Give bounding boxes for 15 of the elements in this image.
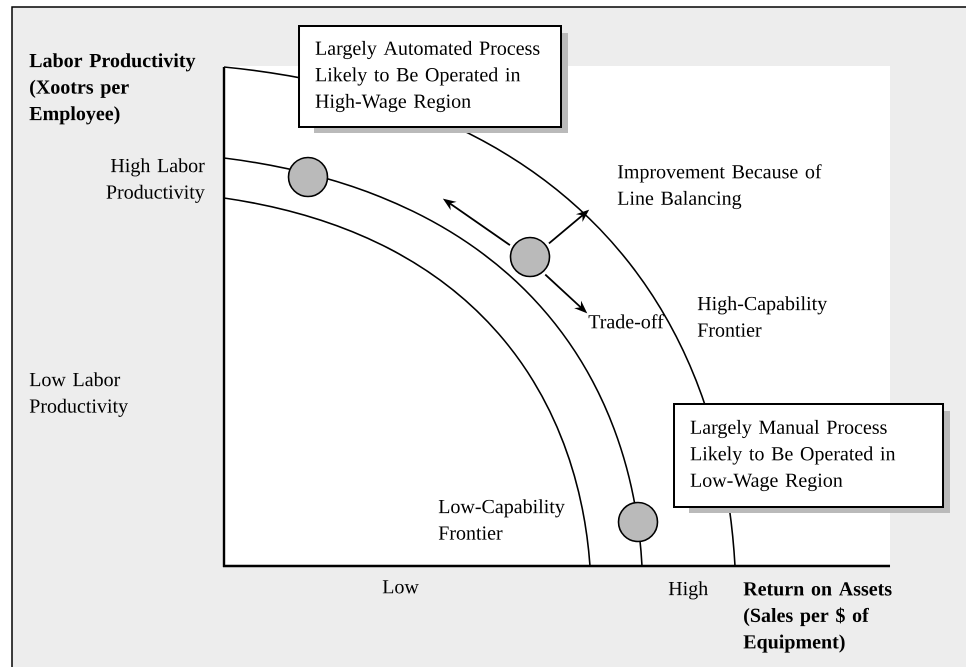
- callout-box: Largely Manual Process Likely to Be Operated in Low-Wage Region: [673, 403, 950, 513]
- axis-label: Return on Assets (Sales per $ of Equipment): [744, 582, 892, 653]
- axis-label: Low: [382, 580, 419, 594]
- curve-label: Trade-off: [588, 314, 664, 328]
- axis-label: High Labor Productivity: [106, 158, 205, 203]
- axis-label: High-Capability Frontier: [698, 296, 828, 337]
- point-marker: [288, 156, 328, 198]
- callout-box: Largely Automated Process Likely to Be Operated in High-Wage Region: [298, 25, 568, 133]
- axis-label: Low-Capability Frontier: [438, 499, 565, 540]
- axis-label: Low Labor Productivity: [30, 372, 128, 417]
- point-marker: [510, 236, 550, 278]
- axis-label: Labor Productivity (Xootrs per Employee): [30, 53, 196, 124]
- point-marker: [618, 502, 658, 542]
- axis-label: Improvement Because of Line Balancing: [618, 164, 822, 210]
- axis-label: High: [668, 581, 708, 600]
